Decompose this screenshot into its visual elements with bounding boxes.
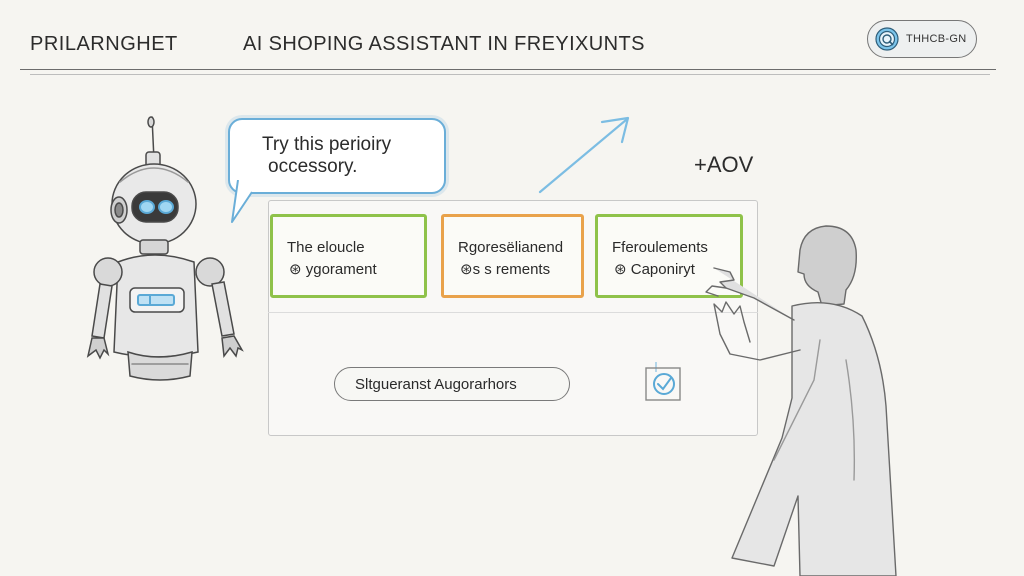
badge-label: THHCB-GN [906, 33, 967, 45]
card-title: Fferoulements [612, 239, 708, 256]
panel-divider [268, 312, 758, 313]
card-subtitle: ⊛ Caponiryt [614, 261, 695, 278]
aov-metric-label: +AOV [694, 152, 754, 177]
card-title: The eloucle [287, 239, 365, 256]
speech-line-2: occessory. [268, 156, 358, 177]
suggestion-chip-button[interactable]: Sltgueranst Augorarhors [334, 367, 570, 401]
robot-assistant-illustration [86, 116, 244, 381]
check-circle-icon[interactable] [644, 362, 684, 402]
card-title: Rgoresëlianend [458, 239, 564, 256]
speech-line-1: Try this perioiry [262, 134, 392, 155]
header-divider [20, 69, 996, 70]
speech-bubble: Try this perioiry occessory. [228, 118, 446, 194]
arrow-up-right-icon [538, 116, 630, 194]
header-divider-faint [30, 74, 990, 75]
recommendation-card[interactable]: Rgoresëlianend ⊛s s rements [441, 214, 584, 298]
status-badge[interactable]: THHCB-GN [867, 20, 977, 58]
recommendation-card[interactable]: Fferoulements ⊛ Caponiryt [595, 214, 743, 298]
card-subtitle: ⊛s s rements [460, 261, 551, 278]
brand-title: PRILARNGHET [30, 33, 178, 55]
recommendation-card[interactable]: The eloucle ⊛ ygorament [270, 214, 427, 298]
person-shopper-illustration [705, 225, 897, 576]
page-title: AI SHOPING ASSISTANT IN FREYIXUNTS [243, 33, 645, 55]
speech-bubble-tail [231, 180, 253, 223]
target-icon [874, 26, 900, 52]
card-subtitle: ⊛ ygorament [289, 261, 377, 278]
